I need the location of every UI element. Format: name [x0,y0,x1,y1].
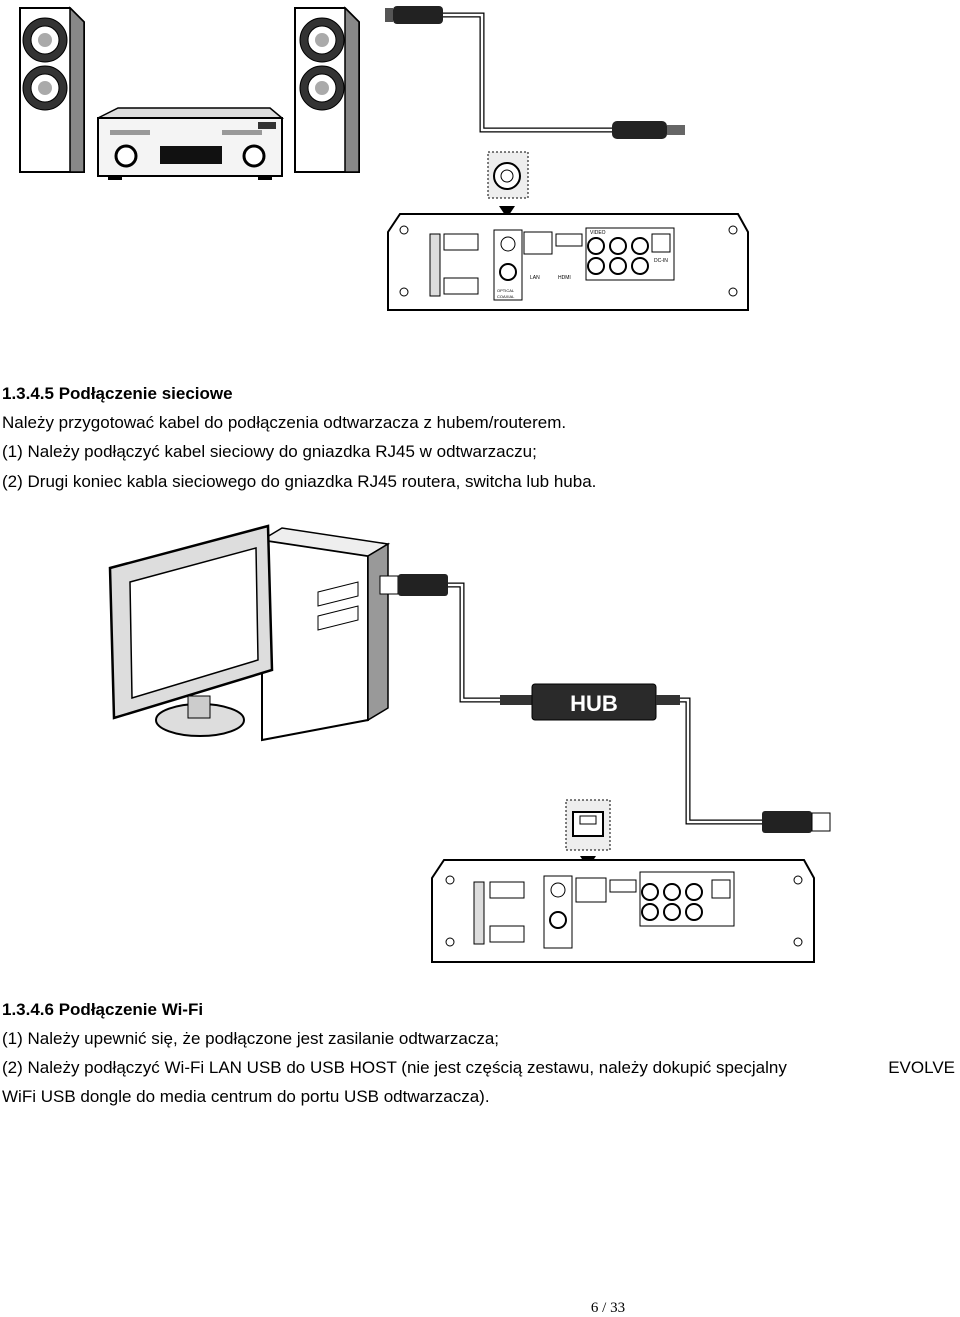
amplifier [97,107,285,180]
player-back-panel-2 [431,859,815,963]
figure-optical-connection: VIDEO LAN HDMI DC-IN OPTICAL COAXIAL [19,6,749,311]
page-number: 6 / 33 [590,1300,626,1316]
wifi-step-2-continued: WiFi USB dongle do media centrum do port… [2,1087,490,1106]
network-step-1: (1) Należy podłączyć kabel sieciowy do g… [2,442,537,461]
computer-monitor [108,524,274,737]
optical-port-callout [487,151,529,218]
computer-tower [259,527,391,742]
panel-label-video: VIDEO [590,230,606,236]
section-heading-wifi: 1.3.4.6 Podłączenie Wi-Fi [2,1000,204,1019]
panel-label-coaxial: COAXIAL [497,294,515,299]
wifi-step-2-brand: EVOLVE [888,1058,955,1077]
lan-port-callout [565,799,611,868]
figure-network-connection: HUB [108,524,831,963]
wifi-step-2-text: (2) Należy podłączyć Wi-Fi LAN USB do US… [2,1058,787,1077]
player-back-panel: VIDEO LAN HDMI DC-IN OPTICAL COAXIAL [387,213,749,311]
wifi-step-2: (2) Należy podłączyć Wi-Fi LAN USB do US… [2,1058,958,1078]
panel-label-hdmi: HDMI [558,275,571,281]
left-speaker [19,6,85,173]
panel-label-lan: LAN [530,275,540,281]
network-cable-player [680,697,831,833]
section-heading-network: 1.3.4.5 Podłączenie sieciowe [2,384,233,403]
panel-label-dcin: DC-IN [654,258,668,264]
right-speaker [294,6,360,173]
hub-label: HUB [570,691,618,716]
network-hub: HUB [531,683,680,721]
network-cable-pc [379,574,532,705]
optical-cable [385,6,685,139]
panel-label-optical: OPTICAL [497,288,515,293]
wifi-step-1: (1) Należy upewnić się, że podłączone je… [2,1029,500,1048]
network-step-2: (2) Drugi koniec kabla sieciowego do gni… [2,472,597,491]
network-intro-line: Należy przygotować kabel do podłączenia … [2,413,567,432]
